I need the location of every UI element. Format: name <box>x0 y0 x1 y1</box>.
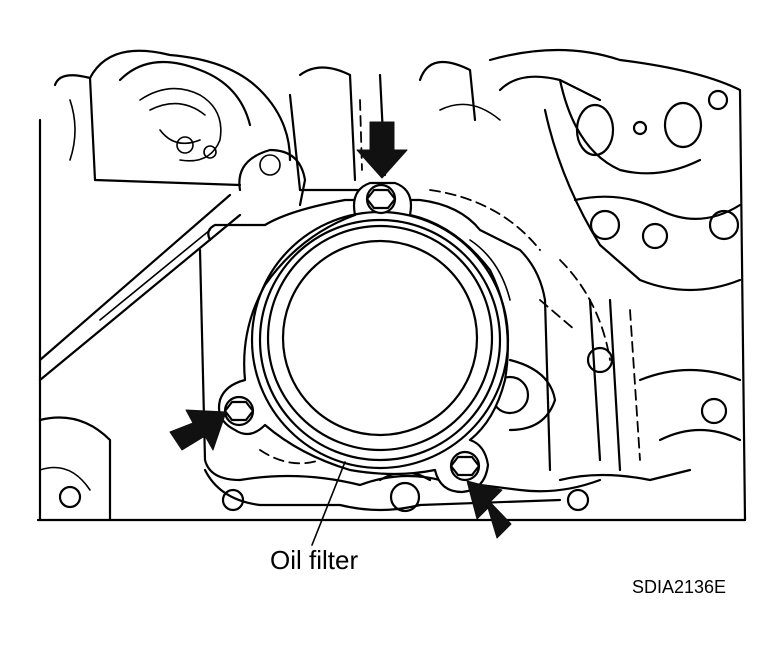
left-bolt-icon <box>223 395 255 427</box>
figure-code: SDIA2136E <box>632 577 727 597</box>
oil-filter-label: Oil filter <box>270 545 359 575</box>
right-bolt-icon <box>449 450 481 482</box>
callout-leader-line <box>311 461 346 546</box>
filter-flange <box>217 181 509 494</box>
top-bolt-arrow-icon <box>356 121 408 179</box>
right-bolt-arrow-icon <box>466 480 512 539</box>
filter-inner-bore <box>281 239 479 437</box>
filter-ring-3 <box>266 224 494 452</box>
top-bolt-icon <box>365 183 397 215</box>
upper-casting <box>88 49 501 207</box>
filter-ring-2 <box>258 218 502 462</box>
left-casting <box>38 74 242 522</box>
left-bolt-arrow-icon <box>169 409 227 451</box>
right-casting <box>488 48 747 522</box>
